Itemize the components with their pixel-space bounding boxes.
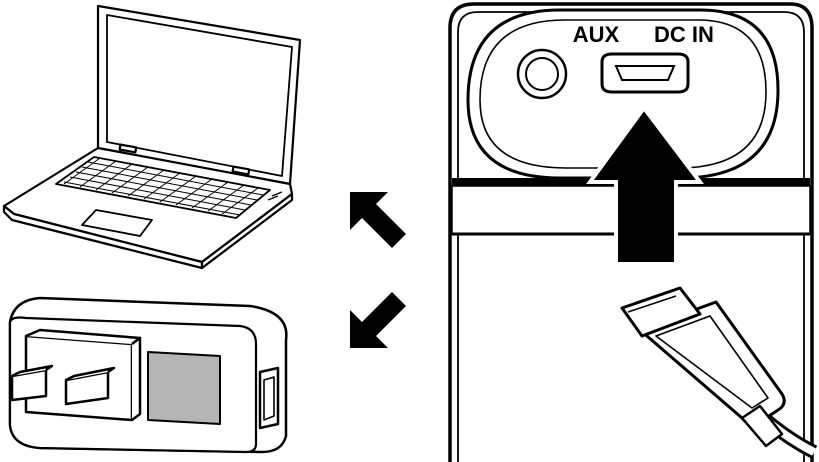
arrow-up-left-icon <box>350 192 406 248</box>
speaker-port-panel: AUX DC IN <box>450 4 814 462</box>
arrow-down-left-icon <box>350 292 406 348</box>
aux-label: AUX <box>573 22 620 47</box>
laptop-icon <box>4 6 300 268</box>
dc-in-port <box>602 54 688 92</box>
dc-in-label: DC IN <box>654 22 714 47</box>
usb-wall-adapter-icon <box>10 298 286 452</box>
aux-port <box>518 50 566 98</box>
